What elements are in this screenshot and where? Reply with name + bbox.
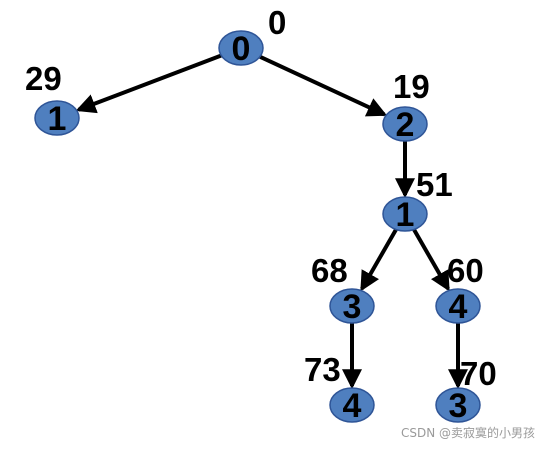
edges-layer (75, 53, 468, 390)
node-label: 3 (343, 288, 362, 326)
cost-label-n3: 51 (416, 166, 453, 203)
node-label: 4 (449, 288, 468, 326)
cost-label-n1: 29 (25, 60, 62, 97)
cost-label-n2: 19 (393, 68, 430, 105)
tree-node-n7: 3 (435, 387, 481, 425)
node-ellipse (34, 100, 80, 136)
tree-node-n1: 1 (34, 100, 80, 138)
node-label: 1 (396, 196, 415, 234)
tree-node-n2: 2 (382, 106, 428, 144)
node-ellipse (435, 288, 481, 324)
edge-n3-n4 (360, 228, 398, 292)
node-ellipse (329, 288, 375, 324)
watermark-text: CSDN @卖寂寞的小男孩 (400, 426, 535, 440)
node-label: 0 (232, 30, 251, 68)
cost-label-n4: 68 (311, 252, 348, 289)
cost-label-n0: 0 (268, 4, 286, 41)
node-label: 2 (396, 106, 415, 144)
edge-n0-n2 (259, 54, 388, 117)
cost-labels-layer: 0 29 19 51 68 60 73 70 (25, 4, 497, 392)
node-ellipse (382, 196, 428, 232)
cost-label-n7: 70 (460, 355, 497, 392)
edge-n3-n5 (412, 228, 450, 292)
tree-node-n5: 4 (435, 288, 481, 326)
node-ellipse (382, 106, 428, 142)
cost-label-n6: 73 (304, 351, 341, 388)
nodes-layer: 0 1 2 1 3 4 4 3 (34, 30, 481, 425)
tree-node-n3: 1 (382, 196, 428, 234)
node-ellipse (218, 30, 264, 66)
node-ellipse (329, 387, 375, 423)
edge-n0-n1 (75, 53, 222, 114)
cost-label-n5: 60 (447, 252, 484, 289)
tree-node-n6: 4 (329, 387, 375, 425)
node-ellipse (435, 387, 481, 423)
node-label: 3 (449, 387, 468, 425)
tree-node-n4: 3 (329, 288, 375, 326)
node-label: 4 (343, 387, 362, 425)
tree-node-n0: 0 (218, 30, 264, 68)
node-label: 1 (48, 100, 67, 138)
